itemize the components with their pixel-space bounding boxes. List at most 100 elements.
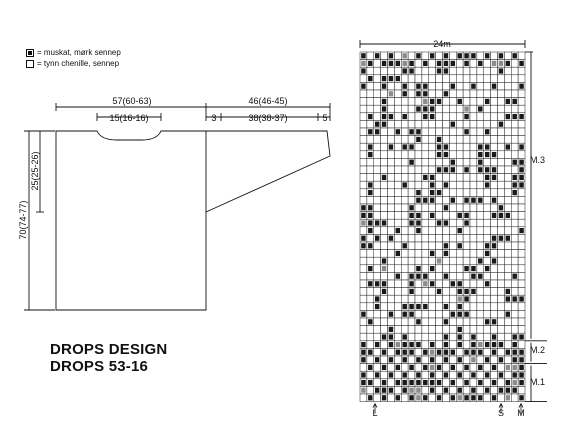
stitch-mark <box>471 372 476 378</box>
chart-cell <box>387 203 395 212</box>
stitch-mark <box>402 311 407 317</box>
stitch-mark <box>436 60 442 66</box>
stitch-mark <box>478 144 483 150</box>
stitch-mark <box>484 319 490 325</box>
chart-cell <box>407 51 416 60</box>
chart-cell <box>373 158 381 167</box>
stitch-mark <box>361 349 366 355</box>
stitch-mark <box>388 144 394 150</box>
stitch-mark <box>464 53 469 59</box>
chart-cell <box>449 264 457 273</box>
stitch-mark <box>409 349 414 355</box>
chart-cell <box>428 74 436 83</box>
chart-cell <box>511 226 519 235</box>
chart-cell <box>401 203 409 212</box>
stitch-mark <box>381 266 387 272</box>
chart-cell <box>497 165 505 174</box>
chart-cell <box>476 82 484 91</box>
chart-cell <box>442 112 450 121</box>
stitch-mark <box>374 304 380 310</box>
chart-cell <box>359 302 368 311</box>
chart-cell <box>435 310 443 319</box>
chart-cell <box>421 287 429 296</box>
chart-cell <box>428 165 436 174</box>
chart-cell <box>387 165 395 174</box>
chart-cell <box>428 150 436 159</box>
chart-cell <box>483 218 491 228</box>
stitch-mark <box>416 395 421 401</box>
chart-cell <box>469 120 478 129</box>
arrow-up-icon <box>518 402 524 408</box>
chart-cell <box>387 241 395 250</box>
chart-cell <box>490 218 498 228</box>
chart-cell <box>483 325 491 334</box>
stitch-mark <box>443 250 449 256</box>
stitch-mark <box>374 357 380 363</box>
chart-cell <box>428 226 436 235</box>
chart-cell <box>435 51 443 60</box>
stitch-mark <box>443 144 449 150</box>
chart-cell <box>401 272 409 281</box>
chart-cell <box>490 310 498 319</box>
stitch-mark <box>464 364 469 370</box>
chart-cell <box>428 272 436 281</box>
chart-cell <box>462 249 471 258</box>
chart-cell <box>504 203 512 212</box>
stitch-mark <box>368 182 373 188</box>
chart-cell <box>442 363 450 372</box>
stitch-mark <box>361 372 366 378</box>
chart-cell <box>476 211 484 220</box>
chart-cell <box>366 340 374 349</box>
stitch-mark <box>484 167 490 173</box>
chart-cell <box>483 112 491 121</box>
pattern-number: DROPS 53-16 <box>50 358 149 375</box>
chart-cell <box>449 127 457 136</box>
chart-cell <box>490 249 498 258</box>
chart-cell <box>449 142 457 152</box>
chart-cell <box>442 310 450 319</box>
stitch-mark <box>464 266 469 272</box>
chart-cell <box>380 302 388 311</box>
chart-cell <box>421 203 429 212</box>
chart-cell <box>517 310 526 319</box>
chart-cell <box>517 302 526 311</box>
stitch-mark <box>395 60 401 66</box>
chart-cell <box>359 127 368 136</box>
chart-cell <box>517 272 526 281</box>
chart-cell <box>504 51 512 60</box>
chart-cell <box>428 310 436 319</box>
chart-cell <box>373 264 381 273</box>
chart-cell <box>490 226 498 235</box>
chart-cell <box>456 234 464 243</box>
chart-cell <box>449 340 457 349</box>
stitch-mark <box>478 395 483 401</box>
stitch-mark <box>464 212 469 218</box>
stitch-mark <box>388 91 394 97</box>
chart-cell <box>476 386 484 395</box>
chart-cell <box>517 264 526 273</box>
chart-cell <box>483 302 491 311</box>
stitch-mark <box>388 311 394 317</box>
chart-cell <box>449 66 457 76</box>
stitch-mark <box>429 106 435 112</box>
chart-cell <box>449 211 457 220</box>
chart-cell <box>435 112 443 121</box>
stitch-mark <box>416 83 421 89</box>
stitch-mark <box>505 395 511 401</box>
chart-cell <box>490 386 498 395</box>
chart-cell <box>497 180 505 190</box>
chart-cell <box>359 104 368 114</box>
chart-cell <box>359 120 368 129</box>
chart-cell <box>414 310 423 319</box>
chart-cell <box>504 355 512 364</box>
stitch-mark <box>505 98 511 104</box>
arrow-up-icon <box>372 402 378 408</box>
stitch-mark <box>505 311 511 317</box>
stitch-mark <box>471 273 476 279</box>
stitch-mark <box>368 60 373 66</box>
chart-cell <box>373 74 381 83</box>
chart-cell <box>421 188 429 197</box>
stitch-mark <box>374 53 380 59</box>
chart-cell <box>490 370 498 380</box>
chart-cell <box>504 370 512 380</box>
